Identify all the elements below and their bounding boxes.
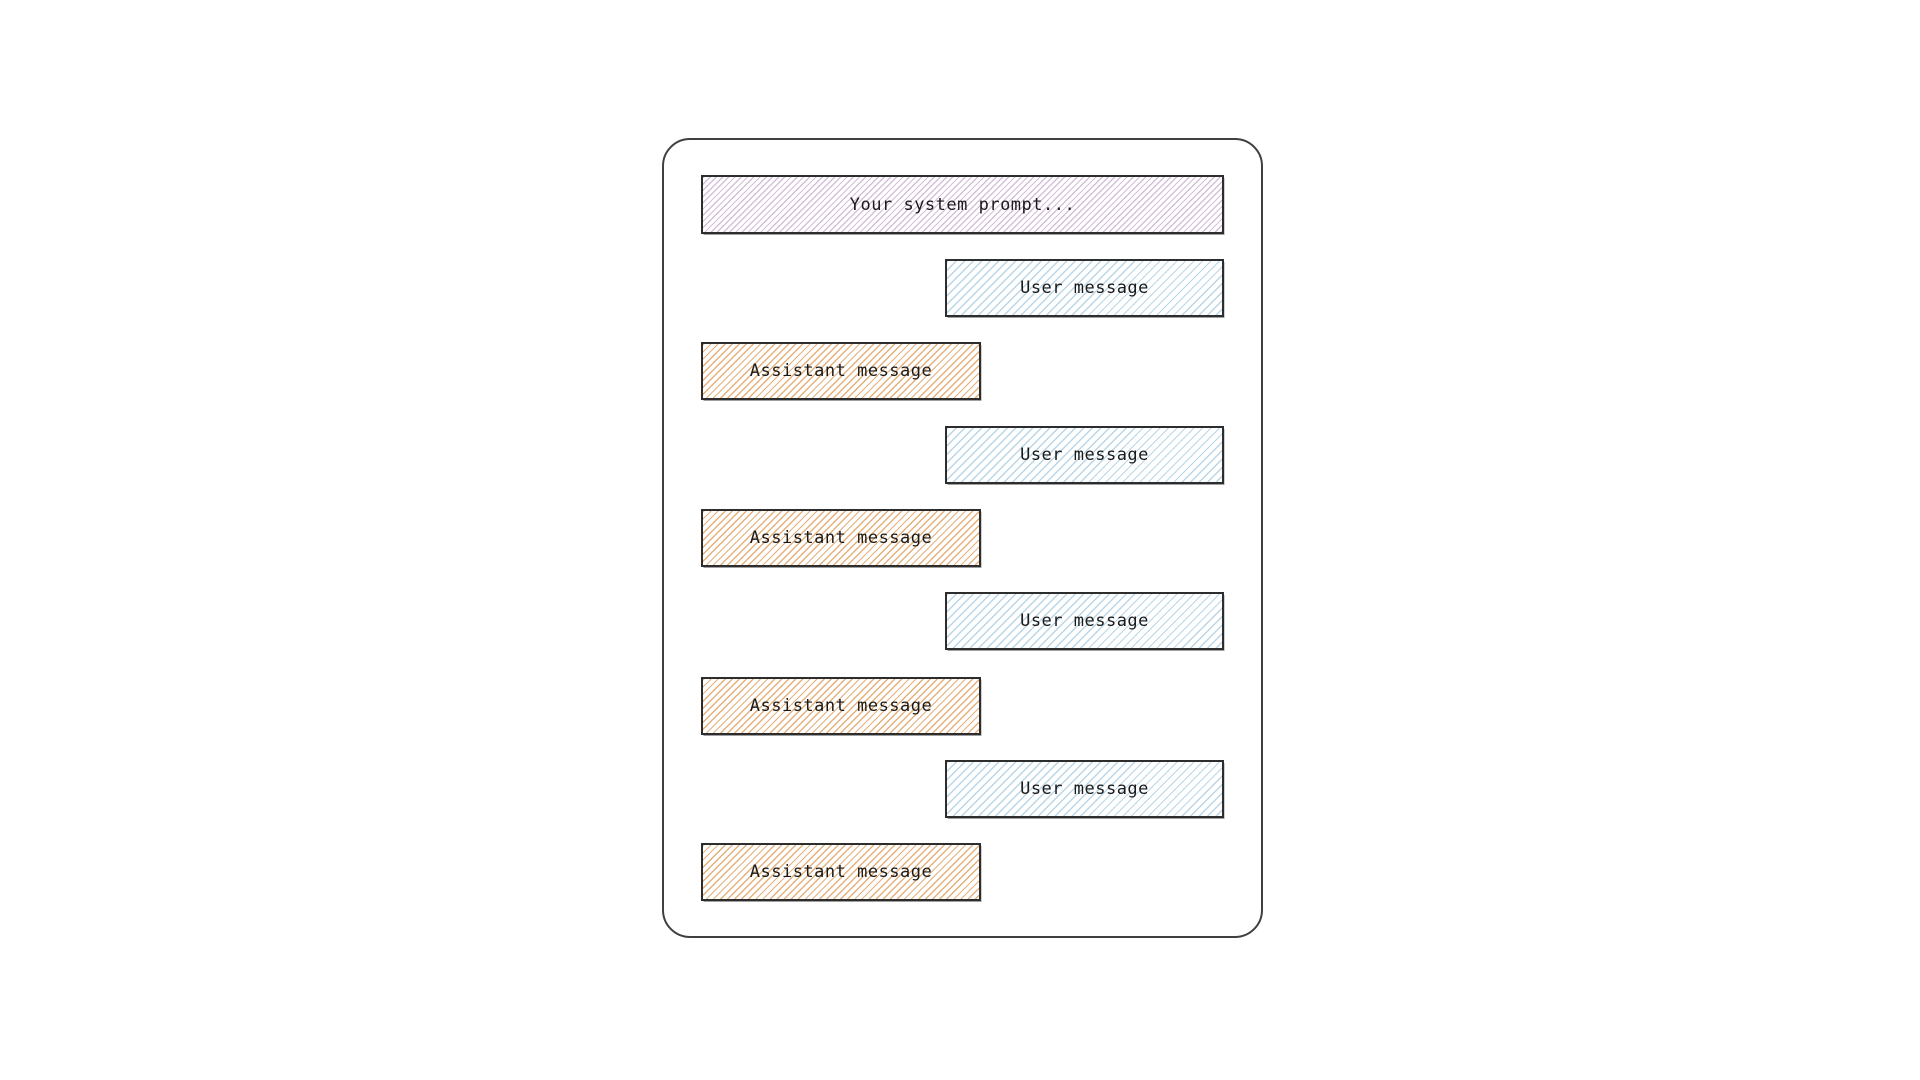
user-message-label: User message bbox=[1020, 278, 1149, 298]
assistant-message-box: Assistant message bbox=[701, 677, 981, 735]
user-message-box: User message bbox=[945, 760, 1224, 818]
assistant-message-box: Assistant message bbox=[701, 843, 981, 901]
conversation-frame: Your system prompt... User message Assis… bbox=[662, 138, 1263, 938]
user-message-box: User message bbox=[945, 259, 1224, 317]
user-message-label: User message bbox=[1020, 445, 1149, 465]
system-prompt-box: Your system prompt... bbox=[701, 175, 1224, 234]
assistant-message-box: Assistant message bbox=[701, 342, 981, 400]
user-message-label: User message bbox=[1020, 611, 1149, 631]
assistant-message-box: Assistant message bbox=[701, 509, 981, 567]
assistant-message-label: Assistant message bbox=[749, 528, 933, 548]
user-message-box: User message bbox=[945, 426, 1224, 484]
assistant-message-label: Assistant message bbox=[749, 862, 933, 882]
user-message-label: User message bbox=[1020, 779, 1149, 799]
system-prompt-label: Your system prompt... bbox=[849, 194, 1076, 215]
assistant-message-label: Assistant message bbox=[749, 696, 933, 716]
assistant-message-label: Assistant message bbox=[749, 361, 933, 381]
user-message-box: User message bbox=[945, 592, 1224, 650]
